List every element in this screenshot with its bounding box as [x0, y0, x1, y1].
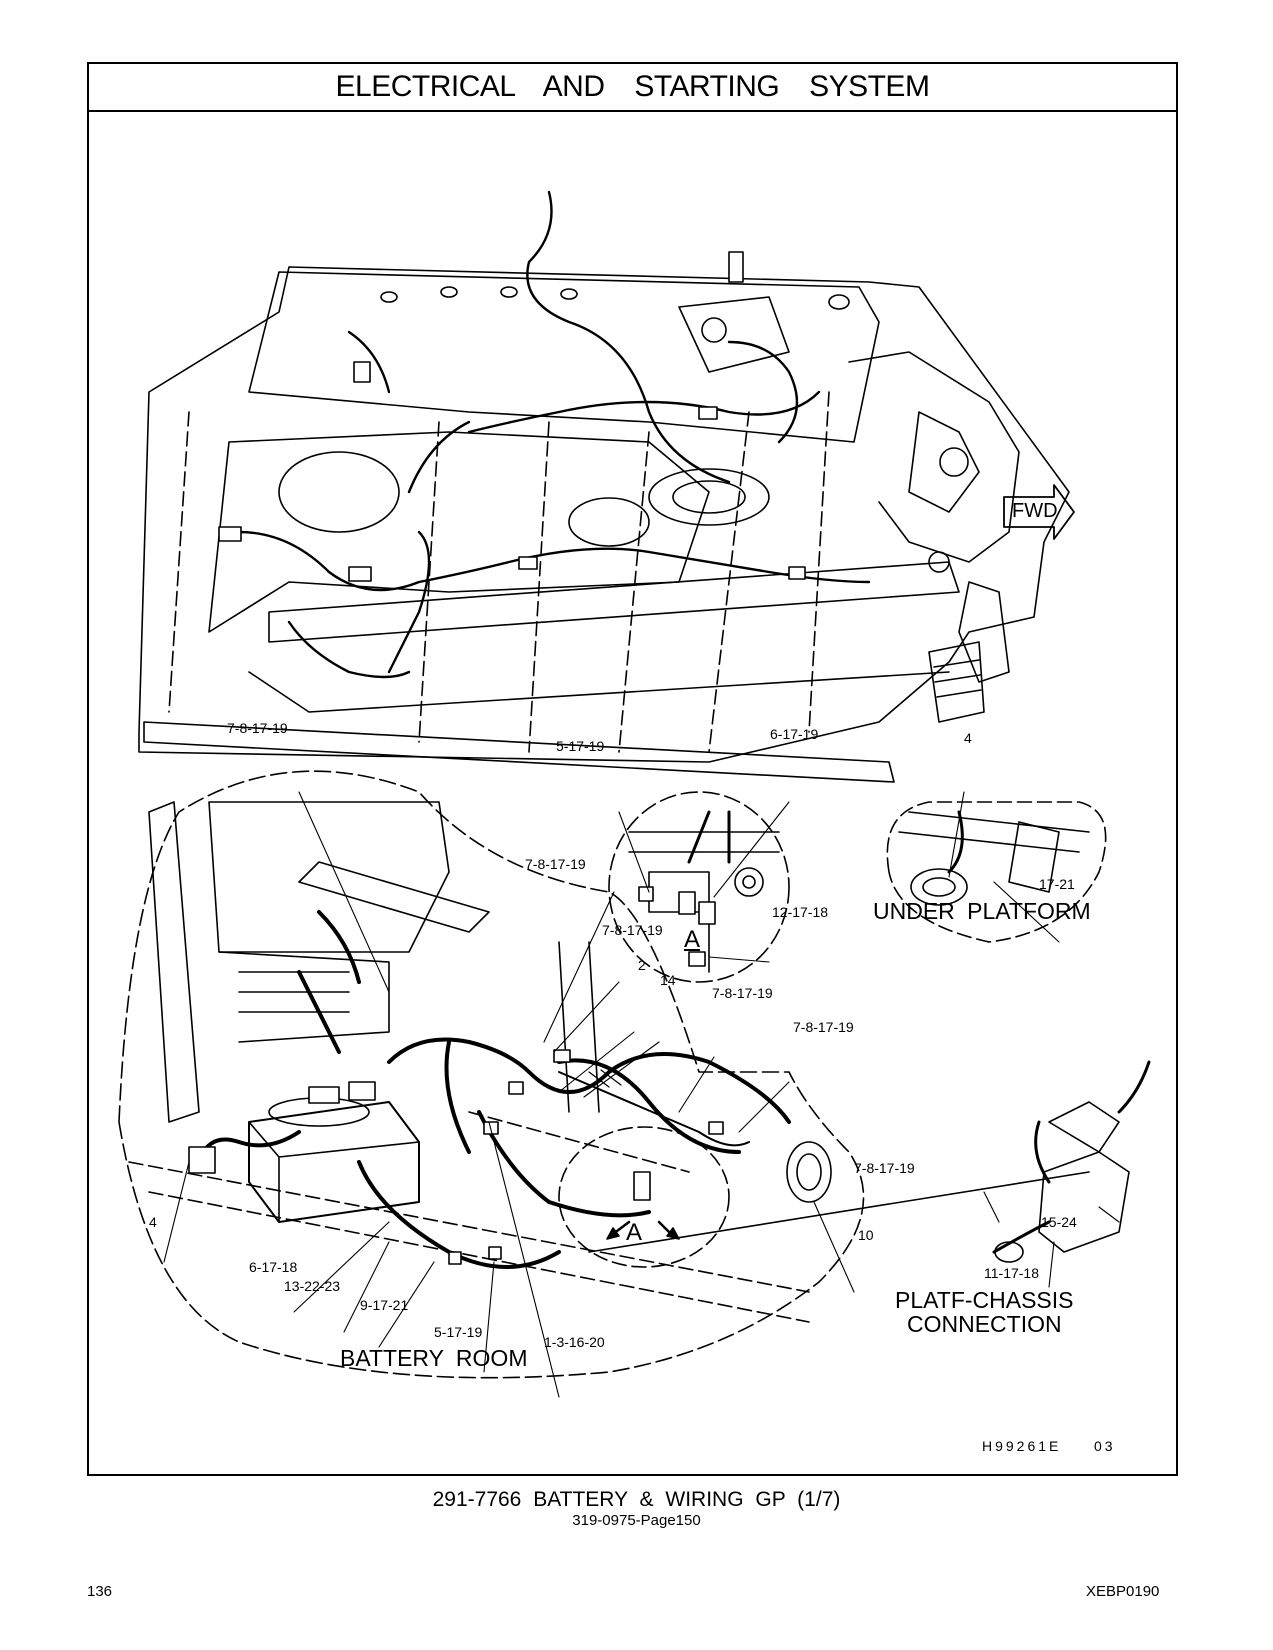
group-caption: 291-7766 BATTERY & WIRING GP (1/7) — [432, 1488, 841, 1511]
under-platform-title: UNDER PLATFORM — [873, 898, 1091, 924]
callout-label: 7-8-17-19 — [602, 922, 663, 938]
callout-label: 7-8-17-19 — [854, 1160, 915, 1176]
callout-label: 14 — [660, 972, 676, 988]
platf-chassis-title-2: CONNECTION — [907, 1311, 1062, 1337]
callout-label: 12-17-18 — [772, 904, 829, 920]
title-band: ELECTRICAL AND STARTING SYSTEM — [89, 64, 1176, 112]
callout-label: 6-17-19 — [770, 726, 819, 742]
page-number: 136 — [87, 1583, 113, 1600]
callout-label: 11-17-18 — [984, 1265, 1040, 1281]
callout-label: 7-8-17-19 — [227, 720, 288, 736]
callout-label: 1-3-16-20 — [544, 1334, 605, 1350]
figure-code: H99261E — [982, 1438, 1062, 1454]
under-platform-view — [886, 791, 1107, 943]
callout-label: 4 — [149, 1214, 157, 1230]
callout-label: 5-17-19 — [556, 738, 605, 754]
platform-frame-view — [138, 190, 1075, 783]
diagram-frame: ELECTRICAL AND STARTING SYSTEM — [87, 62, 1178, 1476]
figure-revision: 03 — [1094, 1438, 1116, 1454]
detail-a-label: A — [684, 926, 701, 953]
platf-chassis-title-1: PLATF-CHASSIS — [895, 1287, 1074, 1313]
document-code: XEBP0190 — [1086, 1583, 1160, 1600]
callout-label: 4 — [964, 730, 972, 746]
wiring-illustration — [118, 190, 1151, 1398]
callout-label: 2 — [638, 957, 646, 973]
callout-label: 5-17-19 — [434, 1324, 483, 1340]
battery-room-view — [118, 770, 1090, 1398]
page-title: ELECTRICAL AND STARTING SYSTEM — [335, 70, 930, 103]
callout-label: 15-24 — [1041, 1214, 1077, 1230]
fwd-label: FWD — [1012, 500, 1058, 522]
section-a-label: A — [626, 1219, 643, 1246]
callout-label: 9-17-21 — [360, 1297, 409, 1313]
platf-chassis-view — [983, 1060, 1151, 1288]
callout-label: 10 — [858, 1227, 874, 1243]
battery-room-title: BATTERY ROOM — [340, 1345, 528, 1371]
callout-label: 6-17-18 — [249, 1259, 298, 1275]
callout-label: 7-8-17-19 — [712, 985, 773, 1001]
callout-label: 7-8-17-19 — [793, 1019, 854, 1035]
callout-label: 17-21 — [1039, 876, 1075, 892]
page-reference: 319-0975-Page150 — [572, 1512, 701, 1529]
callout-label: 13-22-23 — [284, 1278, 341, 1294]
callout-label: 7-8-17-19 — [525, 856, 586, 872]
detail-a-view — [608, 791, 790, 983]
